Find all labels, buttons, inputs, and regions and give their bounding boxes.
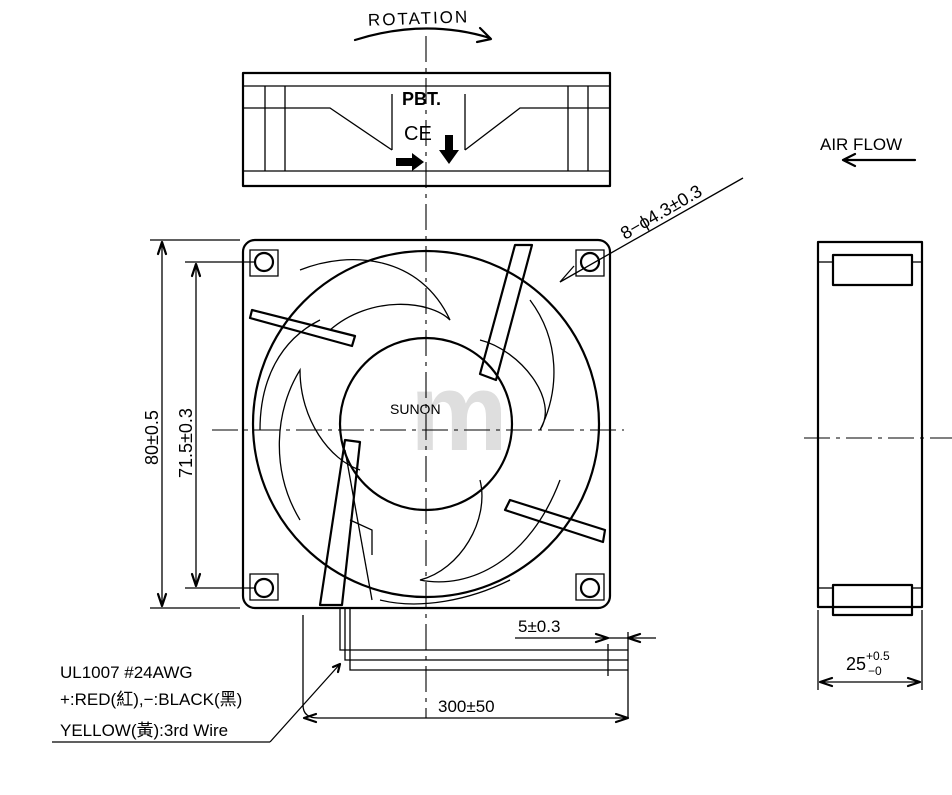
overall-height-dim: 80±0.5 <box>142 410 162 465</box>
fan-blades <box>259 259 561 605</box>
rotation-label: ROTATION <box>368 7 470 30</box>
depth-dim-main: 25 <box>846 654 866 674</box>
depth-dim-lower-tol: −0 <box>868 664 882 678</box>
rotation-arrow-arc <box>353 27 492 42</box>
side-view-frame <box>816 240 924 609</box>
hole-callout-leader <box>559 177 744 283</box>
hole-pitch-dim: 71.5±0.3 <box>176 408 196 478</box>
airflow-label: AIR FLOW <box>820 135 902 154</box>
front-view: m SUNON 8−ϕ4.3±0.3 80±0.5 71.5±0.3 <box>142 36 744 724</box>
wire-spec-leader <box>269 663 341 743</box>
arrow-left-icon <box>841 152 917 168</box>
support-struts <box>248 243 607 607</box>
arrow-down-icon <box>439 135 459 164</box>
lead-wires <box>339 608 629 718</box>
depth-dim-upper-tol: +0.5 <box>866 649 890 663</box>
wire-spec-line1: UL1007 #24AWG <box>60 663 193 682</box>
rotation-arrow-head <box>475 26 493 44</box>
wire-spec-line3: YELLOW(黃):3rd Wire <box>60 721 228 740</box>
brand-label: SUNON <box>390 401 441 417</box>
wire-spec-note: UL1007 #24AWG +:RED(紅),−:BLACK(黑) YELLOW… <box>52 662 342 743</box>
ce-mark-icon: CE <box>404 123 432 145</box>
side-view: AIR FLOW 25 +0.5 −0 <box>804 135 952 690</box>
wire-strip-dim: 5±0.3 <box>518 617 560 636</box>
wire-spec-line2: +:RED(紅),−:BLACK(黑) <box>60 690 242 709</box>
watermark-logo: m <box>410 351 508 474</box>
arrow-right-icon <box>396 153 424 171</box>
hole-callout: 8−ϕ4.3±0.3 <box>617 181 705 244</box>
material-label: PBT. <box>402 89 441 109</box>
mounting-holes <box>249 249 605 601</box>
lead-length-dim: 300±50 <box>438 697 495 716</box>
